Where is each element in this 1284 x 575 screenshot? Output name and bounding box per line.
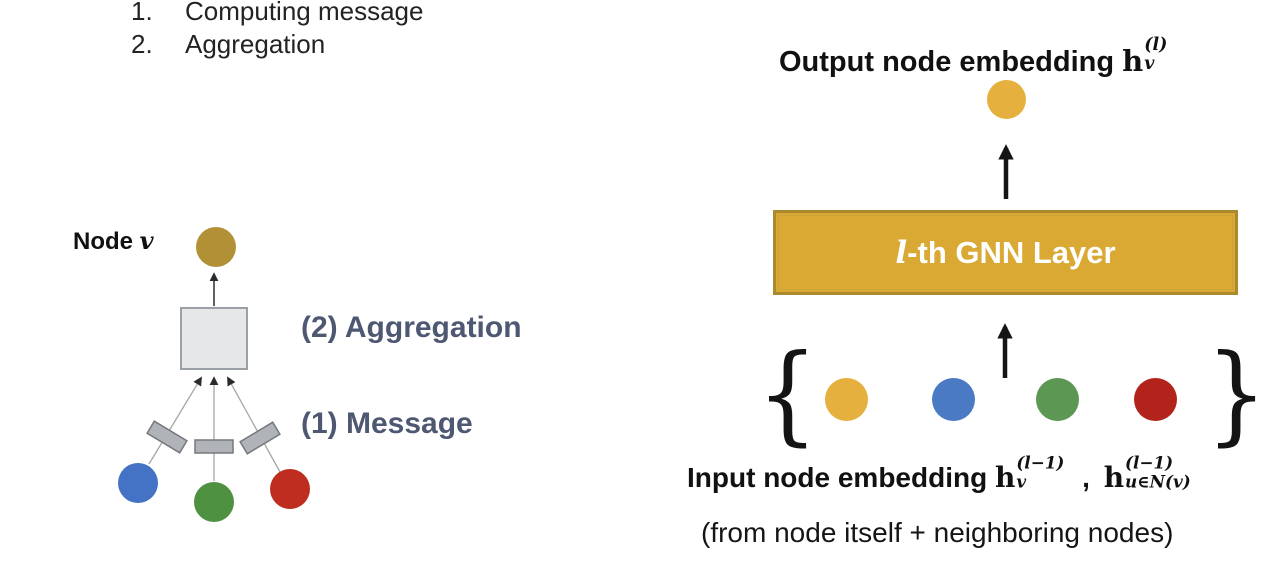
- steps-list: 1. Computing message 2. Aggregation: [131, 0, 423, 61]
- aggregation-box: [180, 307, 248, 370]
- gnn-layer-label: l-th GNN Layer: [895, 235, 1115, 271]
- math-sup: (l): [1144, 35, 1168, 56]
- input-node-blue: [932, 378, 975, 421]
- math-sup: (l−1): [1016, 452, 1065, 473]
- left-diagram-edges: [146, 272, 281, 481]
- math-sup: (l−1): [1125, 452, 1174, 473]
- neighbor-node-blue: [118, 463, 158, 503]
- math-h-output: h(l)v: [1122, 35, 1167, 83]
- node-label-var: v: [139, 226, 154, 255]
- math-sub: v: [1016, 471, 1027, 492]
- right-brace: }: [1206, 331, 1268, 457]
- math-h-input-v: h(l−1)v: [994, 453, 1064, 499]
- list-item-label: Computing message: [185, 0, 424, 26]
- left-brace: {: [757, 331, 819, 457]
- node-v-circle: [196, 227, 236, 267]
- output-embedding-title: Output node embedding h(l)v: [779, 35, 1167, 83]
- input-title-text: Input node embedding: [687, 462, 988, 493]
- output-node-circle: [987, 80, 1026, 119]
- message-rect-right: [239, 421, 281, 455]
- input-source-note: (from node itself + neighboring nodes): [701, 517, 1174, 548]
- math-h-input-neighbors: h(l−1)u∈N(v): [1103, 453, 1191, 499]
- gnn-layer-text: -th GNN Layer: [907, 234, 1116, 270]
- output-title-text: Output node embedding: [779, 46, 1115, 78]
- neighbor-node-red: [270, 469, 310, 509]
- math-base: h: [1103, 461, 1125, 494]
- math-sub: v: [1144, 54, 1155, 75]
- gnn-layer-box-inner-border: [778, 215, 1233, 290]
- edge-blue-to-box: [148, 376, 202, 465]
- list-item-number: 1.: [131, 0, 153, 26]
- neighbor-node-green: [194, 482, 234, 522]
- math-sub: u∈N(v): [1125, 471, 1191, 492]
- comma-separator: ,: [1082, 462, 1090, 493]
- gnn-layer-box: l-th GNN Layer: [773, 210, 1238, 295]
- math-base: h: [1122, 44, 1144, 78]
- message-label: (1) Message: [301, 407, 473, 440]
- input-embedding-title: Input node embedding h(l−1)v , h(l−1)u∈N…: [687, 453, 1191, 499]
- node-label-text: Node: [73, 228, 133, 255]
- node-v-label: Node v: [73, 226, 154, 256]
- gnn-layer-var: l: [895, 234, 908, 271]
- list-item-number: 2.: [131, 29, 153, 59]
- edge-red-to-box: [227, 376, 281, 473]
- aggregation-label: (2) Aggregation: [301, 311, 522, 344]
- message-rect-left: [146, 420, 188, 454]
- input-node-yellow: [825, 378, 868, 421]
- input-node-red: [1134, 378, 1177, 421]
- input-node-green: [1036, 378, 1079, 421]
- math-base: h: [994, 461, 1016, 494]
- message-rect-center: [194, 439, 234, 454]
- list-item-label: Aggregation: [185, 29, 326, 59]
